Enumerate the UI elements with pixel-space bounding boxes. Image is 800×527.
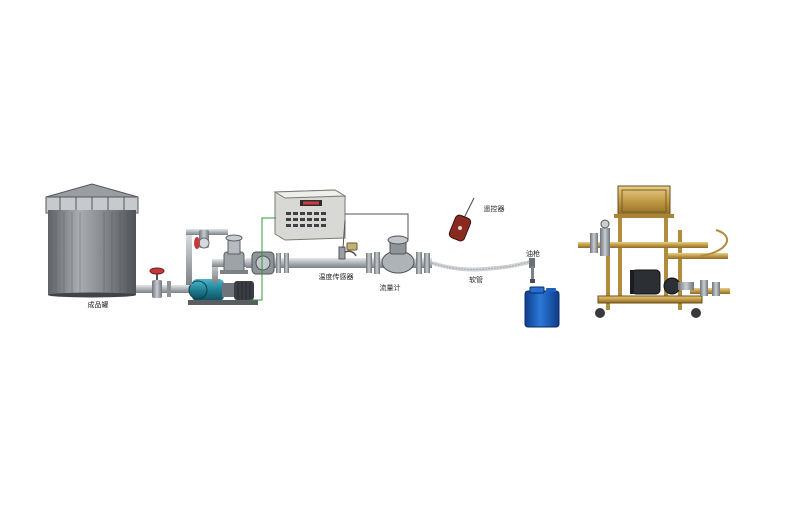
label-temperature-sensor: 温度传感器 (319, 272, 354, 281)
temperature-sensor (338, 242, 358, 260)
label-flow-meter: 流量计 (380, 283, 401, 292)
label-remote-control: 遥控器 (484, 204, 505, 213)
skid-unit (578, 185, 730, 318)
control-instrument (273, 189, 347, 241)
label-hose: 软管 (469, 275, 483, 284)
regulating-valve (220, 234, 248, 274)
diagram-labels: 成品罐 温度传感器 流量计 遥控器 油枪 软管 (88, 204, 541, 309)
remote-control (448, 197, 475, 242)
label-oil-gun: 油枪 (526, 249, 540, 258)
label-product-tank: 成品罐 (88, 300, 109, 309)
signal-wires (250, 213, 409, 301)
hose (431, 260, 532, 272)
blue-container (524, 286, 560, 328)
bypass-pipe (186, 229, 228, 285)
main-pipe (246, 251, 432, 275)
flow-meter (366, 235, 430, 274)
product-tank (45, 183, 139, 298)
tank-outlet-pipe (136, 280, 192, 298)
bypass-handwheel (194, 237, 200, 249)
oil-gun (529, 258, 535, 283)
pump (188, 279, 258, 305)
tank-outlet-valve (149, 267, 165, 280)
